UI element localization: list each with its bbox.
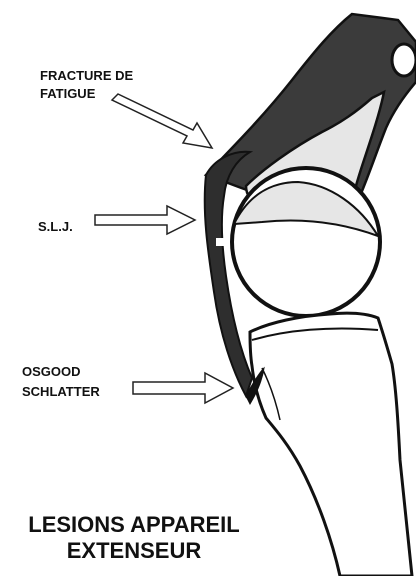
- tibia-shaft: [250, 313, 412, 576]
- fracture-label-line1: FRACTURE DE: [40, 68, 133, 83]
- osgood-label-line2: SCHLATTER: [22, 384, 100, 399]
- fracture-arrow: [112, 94, 212, 148]
- tibia: [246, 313, 412, 576]
- label-osgood-schlatter: OSGOOD SCHLATTER: [22, 364, 233, 403]
- patella: [232, 168, 380, 316]
- label-slj: S.L.J.: [38, 206, 195, 234]
- osgood-arrow: [133, 373, 233, 403]
- slj-arrow: [95, 206, 195, 234]
- tendon-notch: [216, 238, 224, 246]
- fracture-label-line2: FATIGUE: [40, 86, 96, 101]
- label-fracture-de-fatigue: FRACTURE DE FATIGUE: [40, 68, 212, 148]
- femur-ring: [392, 44, 416, 76]
- diagram-title: LESIONS APPAREIL EXTENSEUR: [28, 512, 239, 563]
- osgood-label-line1: OSGOOD: [22, 364, 81, 379]
- slj-label: S.L.J.: [38, 219, 73, 234]
- title-line1: LESIONS APPAREIL: [28, 512, 239, 537]
- title-line2: EXTENSEUR: [67, 538, 202, 563]
